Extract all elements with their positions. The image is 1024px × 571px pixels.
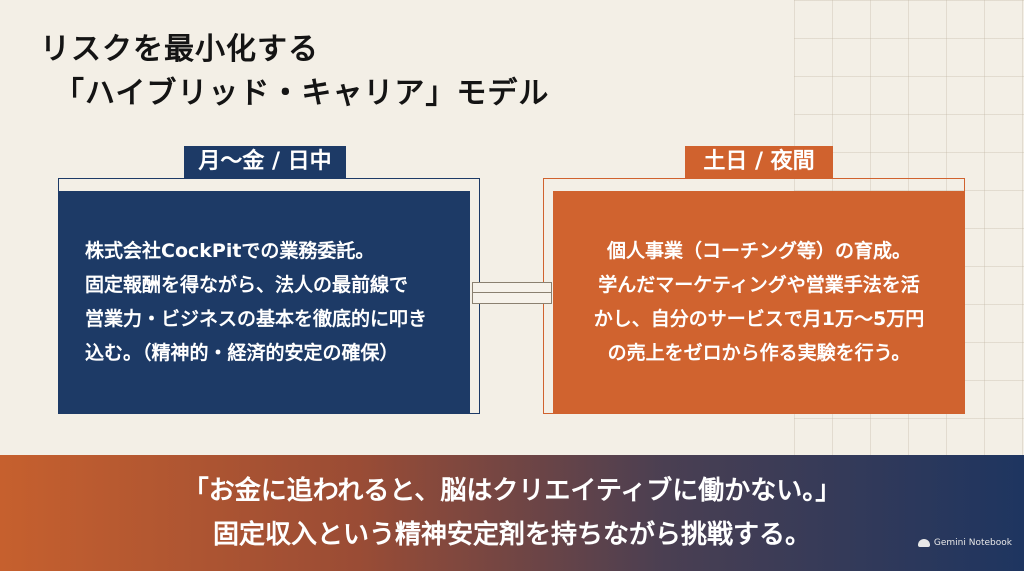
- weekday-card: 株式会社CockPitでの業務委託。 固定報酬を得ながら、法人の最前線で 営業力…: [58, 191, 470, 413]
- quote-line-2: 固定収入という精神安定剤を持ちながら挑戦する。: [212, 520, 811, 550]
- weekend-line-2: 学んだマーケティングや営業手法を活: [598, 274, 920, 296]
- credit-text: Gemini Notebook: [933, 538, 1012, 548]
- weekend-line-3: かし、自分のサービスで月1万〜5万円: [593, 308, 925, 330]
- weekend-line-4: の売上をゼロから作る実験を行う。: [607, 342, 911, 364]
- quote-line-1: 「お金に追われると、脳はクリエイティブに働かない。」: [182, 476, 842, 506]
- notebook-logo-icon: [917, 539, 930, 547]
- credit-label: Gemini Notebook: [917, 521, 1012, 565]
- title-line-2: 「ハイブリッド・キャリア」モデル: [54, 76, 550, 111]
- weekend-tag: 土日 / 夜間: [685, 146, 833, 178]
- weekend-line-1: 個人事業（コーチング等）の育成。: [606, 240, 911, 262]
- weekday-card-text: 株式会社CockPitでの業務委託。 固定報酬を得ながら、法人の最前線で 営業力…: [79, 234, 449, 370]
- weekend-card-text: 個人事業（コーチング等）の育成。 学んだマーケティングや営業手法を活 かし、自分…: [569, 234, 949, 370]
- weekday-tag: 月〜金 / 日中: [184, 146, 346, 178]
- bridge-connector: [472, 282, 552, 304]
- weekday-line-4: 込む。（精神的・経済的安定の確保）: [85, 342, 399, 364]
- weekday-line-1: 株式会社CockPitでの業務委託。: [85, 240, 375, 262]
- weekday-line-2: 固定報酬を得ながら、法人の最前線で: [85, 274, 409, 296]
- quote-banner: 「お金に追われると、脳はクリエイティブに働かない。」 固定収入という精神安定剤を…: [0, 455, 1024, 571]
- weekend-card: 個人事業（コーチング等）の育成。 学んだマーケティングや営業手法を活 かし、自分…: [553, 191, 965, 413]
- slide-title: リスクを最小化する 「ハイブリッド・キャリア」モデル: [40, 28, 549, 116]
- weekday-line-3: 営業力・ビジネスの基本を徹底的に叩き: [85, 308, 428, 330]
- title-line-1: リスクを最小化する: [40, 32, 319, 67]
